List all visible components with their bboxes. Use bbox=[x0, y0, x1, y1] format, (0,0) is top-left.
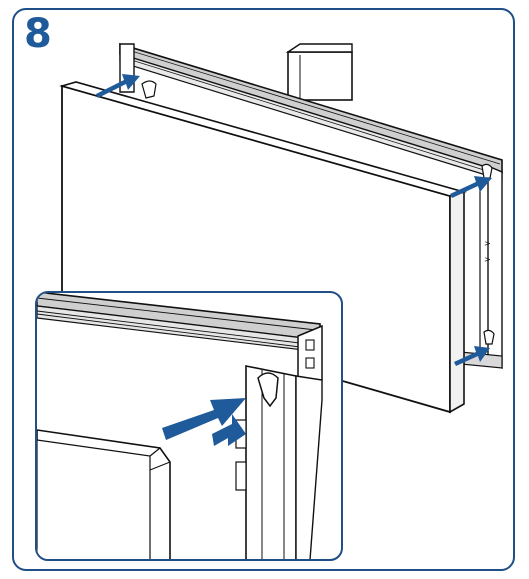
arrow-right-lower-icon bbox=[454, 346, 490, 366]
stand-pole bbox=[285, 43, 353, 101]
step-number: 8 bbox=[24, 11, 52, 57]
arrow-top-left-icon bbox=[96, 74, 140, 98]
display-panel bbox=[59, 81, 467, 414]
mounting-rail: > > bbox=[119, 42, 503, 370]
svg-text:>: > bbox=[484, 239, 491, 248]
detail-inset bbox=[35, 291, 343, 561]
arrow-detail-icon bbox=[162, 398, 246, 446]
arrow-right-upper-icon bbox=[450, 176, 492, 198]
svg-text:>: > bbox=[484, 255, 491, 264]
